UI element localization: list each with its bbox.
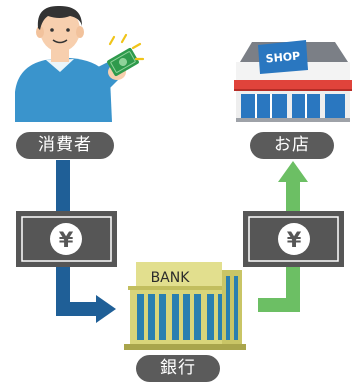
shop-awning: [234, 80, 352, 90]
yen-symbol-left: ¥: [59, 228, 74, 252]
store-label: お店: [250, 132, 334, 159]
shop-illustration: SHOP: [234, 40, 352, 122]
bank-illustration: BANK: [124, 262, 246, 350]
consumer-collar: [46, 59, 74, 72]
consumer-illustration: [15, 5, 145, 122]
yen-coin-icon: [278, 223, 310, 255]
yen-coin-icon: [50, 223, 82, 255]
shop-sign: SHOP: [258, 40, 308, 74]
consumer-neck: [51, 48, 69, 62]
sparkle-icon: [108, 33, 145, 61]
yen-symbol-right: ¥: [287, 228, 302, 252]
bank-sign-text: BANK: [151, 270, 191, 286]
shop-window: [241, 94, 287, 118]
cash-icon: [107, 47, 139, 77]
consumer-hair: [37, 5, 82, 30]
bank-label: 銀行: [136, 355, 220, 382]
consumer-label: 消費者: [16, 132, 114, 159]
bank-windows: [137, 294, 225, 340]
arrow-head-right-icon: [96, 295, 116, 323]
bank-base: [124, 344, 246, 350]
bank-side-tower: [222, 270, 242, 346]
consumer-shirt: [15, 58, 112, 122]
consumer-arm: [92, 62, 120, 88]
arrow-head-up-icon: [278, 161, 308, 182]
shop-sign-text: SHOP: [265, 50, 301, 66]
banknote-right: ¥: [243, 211, 344, 267]
consumer-head: [40, 8, 80, 52]
banknote-left: ¥: [16, 211, 117, 267]
bank-pediment: [136, 262, 222, 288]
